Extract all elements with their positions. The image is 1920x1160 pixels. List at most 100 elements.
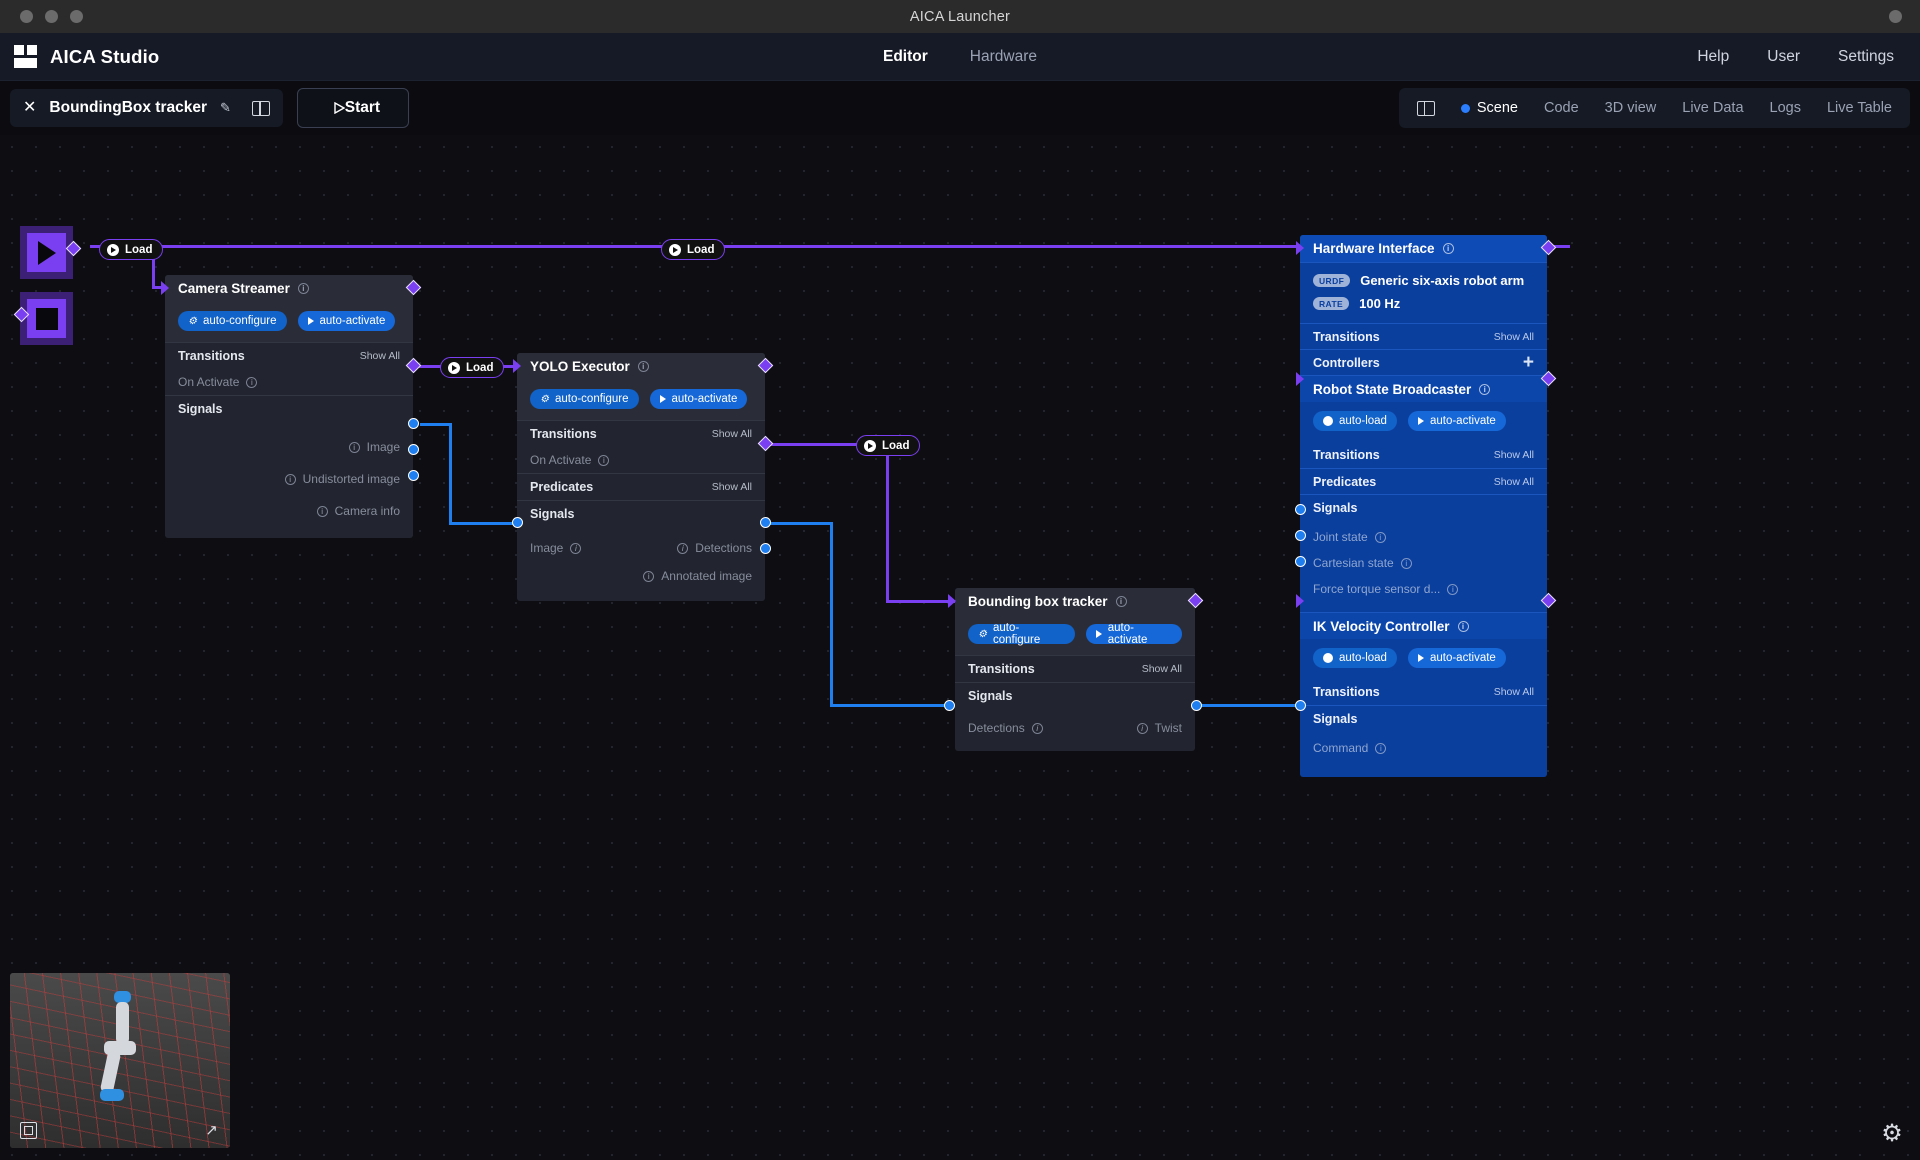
start-button[interactable]: Start [297, 88, 409, 128]
node-bounding-box-tracker[interactable]: Bounding box tracker i ⚙ auto-configure … [955, 588, 1195, 751]
auto-activate-button[interactable]: auto-activate [650, 389, 748, 409]
layout-toggle-icon[interactable] [1417, 101, 1435, 116]
tab-scene[interactable]: Scene [1461, 100, 1518, 116]
transition-on-activate[interactable]: On Activate i [165, 369, 413, 395]
auto-activate-button[interactable]: auto-activate [1408, 648, 1506, 668]
port-rsb-in[interactable] [1296, 372, 1304, 386]
close-icon[interactable]: ✕ [23, 100, 36, 116]
port-bbox-in[interactable] [948, 594, 956, 608]
info-icon[interactable]: i [570, 543, 581, 554]
show-all-predicates[interactable]: Show All [712, 481, 752, 493]
input-block-play[interactable] [20, 226, 73, 279]
transition-on-activate[interactable]: On Activate i [517, 447, 765, 473]
info-icon[interactable]: i [1479, 384, 1490, 395]
auto-load-button[interactable]: auto-load [1313, 411, 1397, 431]
show-all-transitions[interactable]: Show All [1142, 663, 1182, 675]
signal-input-image[interactable]: Image i [530, 541, 581, 555]
info-icon[interactable]: i [1375, 743, 1386, 754]
auto-configure-button[interactable]: ⚙ auto-configure [968, 624, 1075, 644]
info-icon[interactable]: i [1458, 621, 1469, 632]
port-command-in[interactable] [1295, 700, 1306, 711]
info-icon[interactable]: i [1375, 532, 1386, 543]
show-all-transitions[interactable]: Show All [360, 350, 400, 362]
info-icon[interactable]: i [1447, 584, 1458, 595]
edit-icon[interactable]: ✎ [220, 100, 231, 116]
add-controller-button[interactable]: + [1523, 353, 1534, 372]
port-ik-in[interactable] [1296, 594, 1304, 608]
show-all-transitions[interactable]: Show All [1494, 449, 1534, 461]
port-yolo-in[interactable] [513, 359, 521, 373]
tab-live-data[interactable]: Live Data [1682, 100, 1743, 116]
port-yolo-image-in[interactable] [512, 517, 523, 528]
signal-undistorted-image[interactable]: i Undistorted image [165, 466, 413, 492]
signal-cartesian-state[interactable]: Cartesian state i [1300, 550, 1547, 576]
info-icon[interactable]: i [298, 283, 309, 294]
nav-item-hardware[interactable]: Hardware [970, 48, 1037, 66]
robot-3d-preview[interactable]: ↗ [10, 973, 230, 1148]
info-icon[interactable]: i [246, 377, 257, 388]
signal-input-detections[interactable]: Detections i [968, 721, 1043, 735]
info-icon[interactable]: i [638, 361, 649, 372]
show-all-transitions[interactable]: Show All [1494, 686, 1534, 698]
signal-image[interactable]: i Image [165, 434, 413, 460]
load-chip-yolo[interactable]: Load [440, 357, 504, 378]
nav-item-editor[interactable]: Editor [883, 48, 928, 66]
auto-activate-button[interactable]: auto-activate [298, 311, 396, 331]
load-chip-camera[interactable]: Load [99, 239, 163, 260]
tab-logs[interactable]: Logs [1770, 100, 1801, 116]
signal-output-detections[interactable]: i Detections [677, 541, 752, 555]
input-block-stop[interactable] [20, 292, 73, 345]
port-joint-state-out[interactable] [1295, 504, 1306, 515]
port-yolo-detections-out[interactable] [760, 517, 771, 528]
info-icon[interactable]: i [1032, 723, 1043, 734]
info-icon[interactable]: i [1401, 558, 1412, 569]
preview-fit-button[interactable] [20, 1122, 37, 1139]
signal-camera-info[interactable]: i Camera info [165, 498, 413, 524]
load-chip-bbox[interactable]: Load [856, 435, 920, 456]
port-signal-undistorted[interactable] [408, 444, 419, 455]
preview-expand-icon[interactable]: ↗ [203, 1122, 220, 1139]
auto-load-button[interactable]: auto-load [1313, 648, 1397, 668]
port-cartesian-state-out[interactable] [1295, 530, 1306, 541]
show-all-transitions[interactable]: Show All [712, 428, 752, 440]
port-camera-in[interactable] [161, 281, 169, 295]
node-ik-velocity-controller[interactable]: IK Velocity Controller i auto-load auto-… [1300, 612, 1547, 761]
info-icon[interactable]: i [598, 455, 609, 466]
info-icon[interactable]: i [349, 442, 360, 453]
port-hardware-in[interactable] [1296, 241, 1304, 255]
graph-canvas[interactable]: Load Load Load Load Camera Streamer i ⚙ … [0, 135, 1920, 1160]
auto-configure-button[interactable]: ⚙ auto-configure [178, 311, 287, 331]
info-icon[interactable]: i [677, 543, 688, 554]
tab-live-table[interactable]: Live Table [1827, 100, 1892, 116]
signal-joint-state[interactable]: Joint state i [1300, 524, 1547, 550]
port-force-torque-out[interactable] [1295, 556, 1306, 567]
info-icon[interactable]: i [317, 506, 328, 517]
port-signal-camera-info[interactable] [408, 470, 419, 481]
show-all-predicates[interactable]: Show All [1494, 476, 1534, 488]
signal-command[interactable]: Command i [1300, 735, 1547, 761]
auto-activate-button[interactable]: auto-activate [1086, 624, 1182, 644]
signal-output-twist[interactable]: i Twist [1137, 721, 1182, 735]
port-bbox-twist-out[interactable] [1191, 700, 1202, 711]
load-chip-hardware[interactable]: Load [661, 239, 725, 260]
node-hardware-interface[interactable]: Hardware Interface i URDF Generic six-ax… [1300, 235, 1547, 777]
tab-3d-view[interactable]: 3D view [1605, 100, 1657, 116]
node-yolo-executor[interactable]: YOLO Executor i ⚙ auto-configure auto-ac… [517, 353, 765, 601]
auto-configure-button[interactable]: ⚙ auto-configure [530, 389, 639, 409]
settings-gear-icon[interactable]: ⚙ [1878, 1120, 1906, 1148]
port-signal-image[interactable] [408, 418, 419, 429]
show-all-transitions[interactable]: Show All [1494, 331, 1534, 343]
node-robot-state-broadcaster[interactable]: Robot State Broadcaster i auto-load auto… [1300, 375, 1547, 602]
auto-activate-button[interactable]: auto-activate [1408, 411, 1506, 431]
port-yolo-annotated-out[interactable] [760, 543, 771, 554]
info-icon[interactable]: i [285, 474, 296, 485]
info-icon[interactable]: i [1116, 596, 1127, 607]
signal-output-annotated-image[interactable]: i Annotated image [517, 563, 765, 589]
signal-force-torque[interactable]: Force torque sensor d... i [1300, 576, 1547, 602]
info-icon[interactable]: i [1137, 723, 1148, 734]
port-bbox-detections-in[interactable] [944, 700, 955, 711]
info-icon[interactable]: i [1443, 243, 1454, 254]
info-icon[interactable]: i [643, 571, 654, 582]
panel-toggle-icon[interactable] [252, 101, 270, 116]
node-camera-streamer[interactable]: Camera Streamer i ⚙ auto-configure auto-… [165, 275, 413, 538]
